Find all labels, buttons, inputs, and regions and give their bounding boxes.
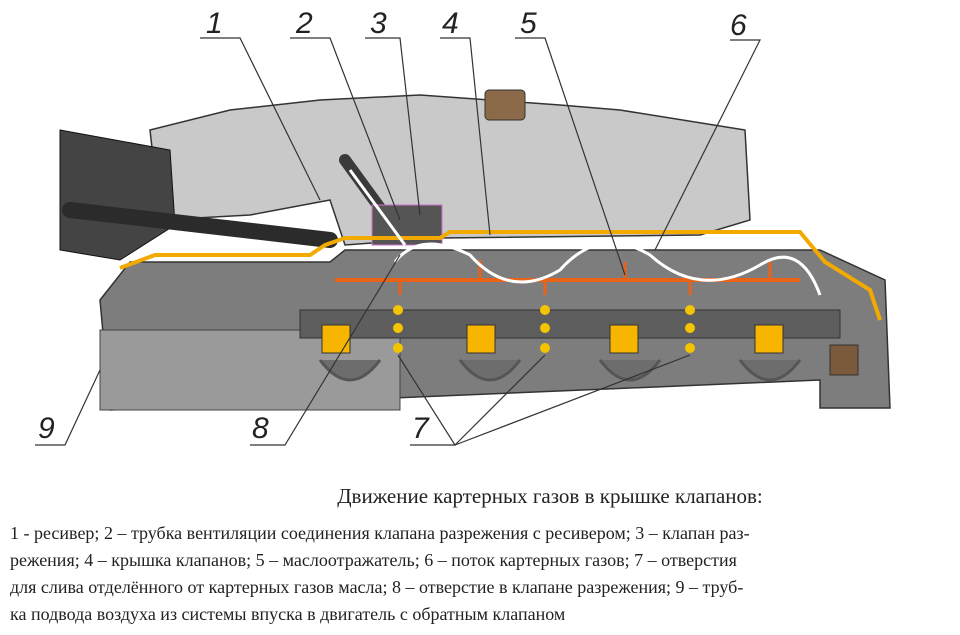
spark-plug-wells [321,324,784,354]
engine-diagram: 1 2 3 4 5 6 7 8 9 [35,7,891,446]
camshaft [299,309,841,339]
caption-line: для слива отделённого от картерных газов… [10,577,744,597]
label-9: 9 [38,412,55,445]
label-5: 5 [520,7,537,40]
label-7: 7 [412,412,430,445]
connector [829,344,859,376]
caption-line: ка подвода воздуха из системы впуска в д… [10,604,566,624]
label-1: 1 [206,7,223,40]
caption-line: режения; 4 – крышка клапанов; 5 – маслоо… [10,550,737,570]
manifold-runners [318,359,802,382]
caption-line: 1 - ресивер; 2 – трубка вентиляции соеди… [10,523,750,543]
leader-lines [35,37,761,446]
label-4: 4 [442,7,459,40]
label-8: 8 [252,412,269,445]
air-intake-hose [59,129,176,261]
label-3: 3 [370,7,387,40]
ventilation-tube-9 [62,202,338,248]
oil-drops [393,305,695,353]
sensor [484,89,526,121]
label-2: 2 [295,7,313,40]
deflector-ribs [398,260,772,295]
flow-to-tube [348,169,407,246]
valve-cover-outline [119,230,882,321]
crankcase-gas-flow [393,241,822,296]
caption-title: Движение картерных газов в крышке клапан… [337,484,763,508]
label-6: 6 [730,9,747,42]
